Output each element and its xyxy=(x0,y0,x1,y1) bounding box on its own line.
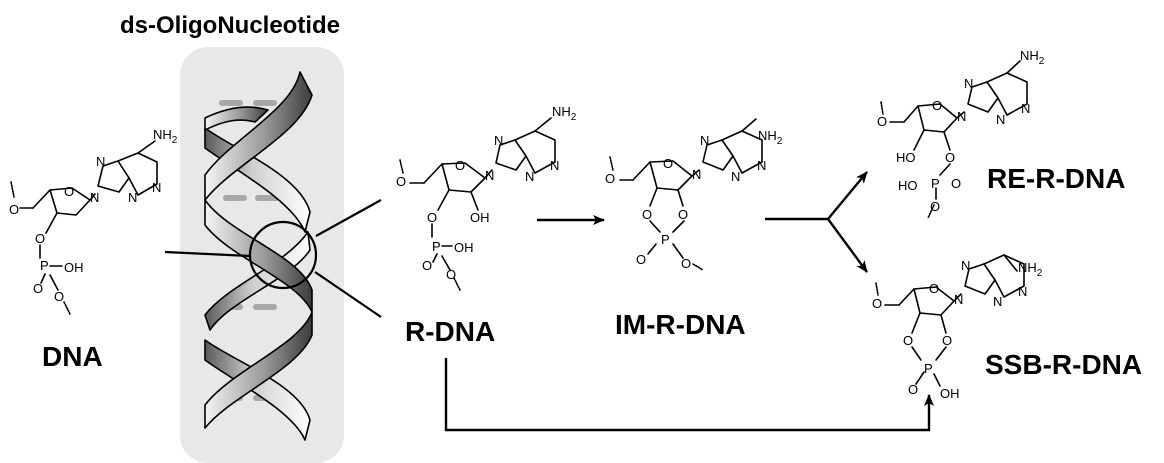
re-r-dna-n3: N xyxy=(996,112,1005,127)
dna-n1: N xyxy=(152,180,161,195)
im-r-dna-structure: O O N N N N NH2 O O P O O IM-R-DNA xyxy=(605,118,783,340)
re-r-dna-o-2prime: O xyxy=(945,150,955,165)
ssb-r-dna-n7: N xyxy=(961,258,970,273)
reaction-arrows xyxy=(444,171,934,432)
ssb-r-dna-label: SSB-R-DNA xyxy=(985,349,1142,380)
ssb-r-dna-o-5prime: O xyxy=(872,296,882,311)
re-r-dna-n1: N xyxy=(1021,101,1030,116)
r-dna-nh2: NH2 xyxy=(552,104,577,123)
re-r-dna-o-bridge: O xyxy=(930,199,940,214)
r-dna-o-ring: O xyxy=(455,158,465,173)
ssb-r-dna-n3: N xyxy=(993,294,1002,309)
helix-strand-front xyxy=(204,71,313,429)
ssb-r-dna-o-ring: O xyxy=(929,281,939,296)
im-r-dna-o-double: O xyxy=(636,252,646,267)
dna-o-3prime: O xyxy=(35,231,45,246)
r-dna-o-5prime: O xyxy=(396,174,406,189)
im-r-dna-label: IM-R-DNA xyxy=(615,309,746,340)
r-dna-p: P xyxy=(432,239,441,254)
r-dna-n1: N xyxy=(550,158,559,173)
im-r-dna-o-3prime: O xyxy=(642,207,652,222)
dna-n9: N xyxy=(90,190,99,205)
ssb-r-dna-o-2prime: O xyxy=(942,333,952,348)
dna-structure: O O N N N N NH2 O P OH O O DNA xyxy=(9,127,178,372)
r-dna-oh: OH xyxy=(454,240,474,255)
ssb-r-dna-n9: N xyxy=(954,292,963,307)
re-r-dna-ho-3prime: HO xyxy=(896,150,916,165)
im-r-dna-o-ring: O xyxy=(663,156,673,171)
r-dna-label: R-DNA xyxy=(405,316,495,347)
dna-label: DNA xyxy=(42,341,103,372)
r-dna-o-3prime: O xyxy=(427,210,437,225)
ssb-r-dna-o-double: O xyxy=(908,382,918,397)
r-dna-oh-2prime: OH xyxy=(470,210,490,225)
re-r-dna-o-ring: O xyxy=(932,98,942,113)
dna-o-ring: O xyxy=(64,184,74,199)
ssb-r-dna-o-3prime: O xyxy=(903,333,913,348)
im-r-dna-p: P xyxy=(661,232,670,247)
re-r-dna-ho: HO xyxy=(898,178,918,193)
dna-o-bridge: O xyxy=(54,289,64,304)
pointer-lines xyxy=(164,199,382,318)
im-r-dna-n3: N xyxy=(731,169,740,184)
dna-o-5prime: O xyxy=(9,202,19,217)
r-dna-n9: N xyxy=(485,168,494,183)
double-helix xyxy=(180,47,344,463)
r-dna-n3: N xyxy=(525,169,534,184)
im-r-dna-n7: N xyxy=(700,133,709,148)
r-dna-n7: N xyxy=(494,133,503,148)
ssb-r-dna-structure: O O N N N N NH2 O O P O OH SSB-R-DNA xyxy=(872,254,1142,401)
arrow-to-re-r-dna xyxy=(827,171,868,220)
im-r-dna-o-2prime: O xyxy=(678,207,688,222)
diagram-title: ds-OligoNucleotide xyxy=(120,12,340,39)
dna-n7: N xyxy=(96,154,105,169)
re-r-dna-o-5prime: O xyxy=(877,114,887,129)
re-r-dna-n9: N xyxy=(957,109,966,124)
dna-p: P xyxy=(40,258,49,273)
re-r-dna-label: RE-R-DNA xyxy=(987,163,1125,194)
re-r-dna-structure: O O N N N N NH2 HO O P HO O O RE-R-DNA xyxy=(877,48,1125,219)
dna-bonds xyxy=(10,140,158,315)
re-r-dna-n7: N xyxy=(964,76,973,91)
im-r-dna-o-bridge: O xyxy=(681,256,691,271)
arrow-r-dna-direct-to-ssb xyxy=(444,358,934,432)
im-r-dna-nh2: NH2 xyxy=(758,128,783,147)
re-r-dna-nh2: NH2 xyxy=(1020,48,1045,67)
r-dna-o-double: O xyxy=(422,258,432,273)
arrow-to-ssb-r-dna xyxy=(827,218,868,273)
dna-n3: N xyxy=(128,190,137,205)
ssb-r-dna-oh: OH xyxy=(940,386,960,401)
im-r-dna-n1: N xyxy=(757,158,766,173)
ssb-r-dna-p: P xyxy=(924,361,933,376)
re-r-dna-p: P xyxy=(931,176,940,191)
im-r-dna-o-5prime: O xyxy=(605,171,615,186)
ssb-r-dna-nh2: NH2 xyxy=(1018,260,1043,279)
re-r-dna-o-double: O xyxy=(951,176,961,191)
dna-oh: OH xyxy=(64,260,84,275)
im-r-dna-n9: N xyxy=(692,167,701,182)
r-dna-structure: O O N N N N NH2 OH O P OH O O R-DNA xyxy=(396,104,577,347)
r-dna-o-bridge: O xyxy=(446,267,456,282)
dna-nh2: NH2 xyxy=(153,127,178,146)
dna-o-double: O xyxy=(33,281,43,296)
ssb-r-dna-n1: N xyxy=(1018,284,1027,299)
